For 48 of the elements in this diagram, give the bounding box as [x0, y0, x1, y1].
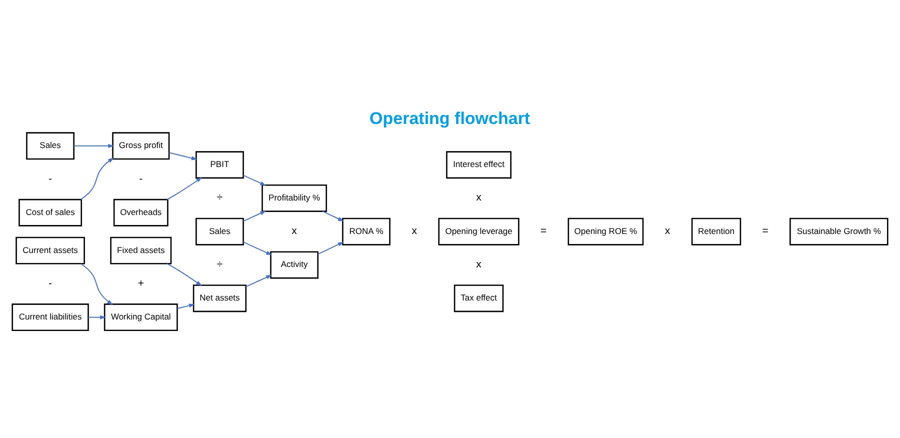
node-box: Sales — [196, 217, 244, 245]
label: x — [292, 226, 297, 237]
arrow — [88, 314, 106, 319]
node-box: Opening leverage — [438, 217, 520, 245]
arrow — [242, 174, 266, 186]
label: - — [48, 173, 52, 184]
label: = — [540, 226, 547, 237]
label: x — [412, 226, 417, 237]
node-box: Sustainable Growth % — [790, 217, 888, 245]
label: + — [138, 278, 144, 289]
diagram-title: Operating flowchart — [370, 108, 530, 128]
node-box: Current assets — [16, 236, 85, 264]
node-box: Fixed assets — [110, 236, 172, 264]
node-box: Cost of sales — [18, 198, 82, 226]
label: - — [139, 173, 143, 184]
arrow — [176, 303, 195, 309]
node-box: Overheads — [113, 198, 168, 226]
node-box: Interest effect — [446, 150, 512, 178]
node-box: Gross profit — [112, 132, 170, 160]
label: x — [664, 226, 670, 237]
node-box: Profitability % — [262, 184, 328, 212]
label: - — [48, 278, 52, 289]
label: ÷ — [216, 258, 223, 270]
arrow — [80, 157, 114, 200]
node-box: Retention — [691, 217, 742, 245]
arrow — [166, 262, 202, 286]
node-box: Sales — [26, 132, 74, 160]
arrow — [322, 210, 344, 221]
label: x — [476, 258, 482, 270]
arrow — [242, 210, 266, 222]
arrow — [168, 152, 198, 160]
node-box: Working Capital — [104, 303, 178, 331]
arrow — [317, 241, 344, 254]
node-box: RONA % — [342, 217, 390, 245]
arrow — [73, 143, 114, 148]
node-box: PBIT — [196, 150, 244, 178]
arrow — [80, 262, 113, 304]
node-box: Tax effect — [454, 284, 504, 312]
arrow — [246, 274, 272, 287]
arrow — [242, 241, 272, 255]
node-box: Activity — [270, 250, 318, 278]
node-box: Net assets — [192, 284, 247, 312]
node-box: Opening ROE % — [568, 217, 644, 245]
label: x — [476, 192, 482, 204]
node-box: Current liabilities — [12, 303, 89, 331]
label: ÷ — [216, 192, 223, 204]
arrow — [166, 176, 202, 200]
label: = — [762, 226, 768, 237]
